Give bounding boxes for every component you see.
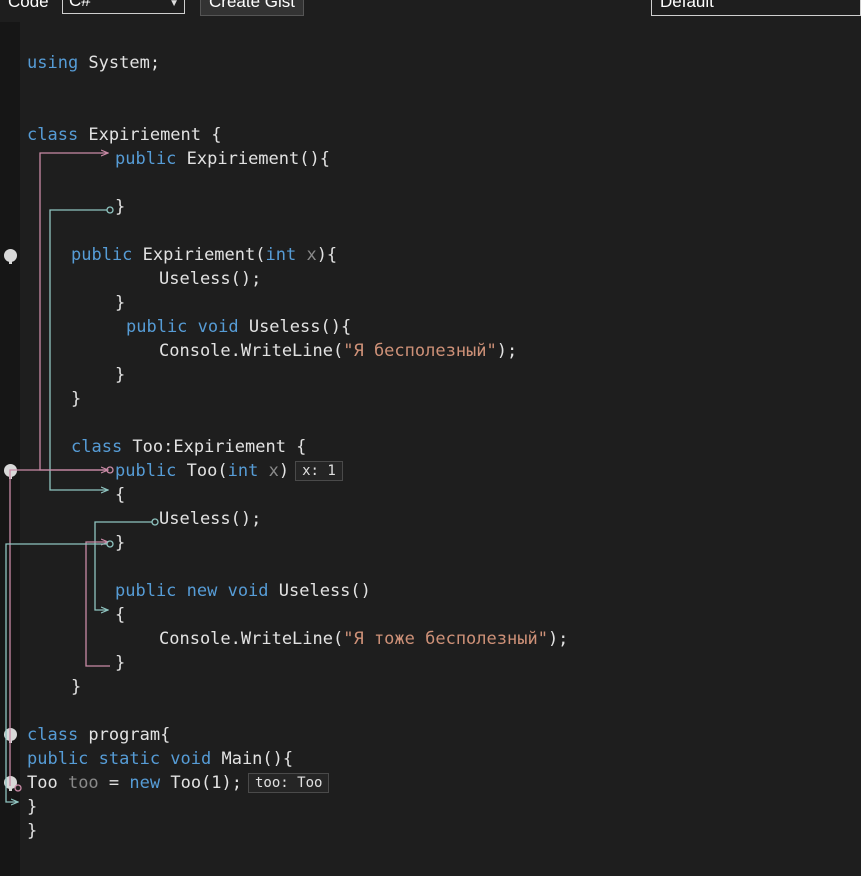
toolbar: Code C# ▼ Create Gist Default	[0, 0, 861, 22]
code-line: Console.WriteLine("Я бесполезный");	[159, 341, 518, 361]
code-line: }	[71, 389, 82, 409]
code-line: class program{	[27, 725, 171, 745]
flow-arrow-useless-call	[94, 521, 153, 610]
code-line: Useless();	[159, 509, 262, 529]
code-line: }	[115, 197, 126, 217]
code-line: }	[71, 677, 82, 697]
code-editor[interactable]	[20, 22, 861, 876]
code-line: Console.WriteLine("Я тоже бесполезный");	[159, 629, 569, 649]
code-line: }	[115, 533, 126, 553]
flow-arrow-return-useless	[85, 542, 110, 667]
code-label: Code	[8, 0, 49, 11]
inlay-hint: too: Too	[248, 773, 330, 793]
flow-arrow-new-too	[9, 470, 108, 786]
language-select[interactable]: C# ▼	[62, 0, 185, 14]
code-line: {	[115, 485, 126, 505]
editor-gutter[interactable]	[0, 22, 20, 876]
code-line: class Expiriement {	[27, 125, 222, 145]
code-line: }	[115, 293, 126, 313]
create-gist-button[interactable]: Create Gist	[200, 0, 304, 16]
code-line: public static void Main(){	[27, 749, 294, 769]
code-line: public void Useless(){	[126, 317, 352, 337]
code-line: Too too = new Too(1);too: Too	[27, 771, 330, 795]
code-line: public Expiriement(int x){	[71, 245, 338, 265]
code-line: class Too:Expiriement {	[71, 437, 307, 457]
code-line: Useless();	[159, 269, 262, 289]
code-line: public new void Useless()	[115, 581, 371, 601]
code-line: public Expiriement(){	[115, 149, 330, 169]
code-line: }	[27, 821, 38, 841]
code-line: using System;	[27, 53, 161, 73]
chevron-down-icon: ▼	[169, 0, 179, 9]
code-line: }	[115, 653, 126, 673]
code-line: public Too(int x)x: 1	[115, 459, 343, 483]
flow-arrow-to-too-body	[49, 209, 109, 490]
breakpoint-marker-icon[interactable]	[4, 249, 17, 264]
language-value: C#	[69, 0, 91, 10]
inlay-hint: x: 1	[295, 461, 343, 481]
flow-arrow-return-main	[5, 543, 110, 802]
code-line: }	[115, 365, 126, 385]
code-line: {	[115, 605, 126, 625]
code-line: }	[27, 797, 38, 817]
